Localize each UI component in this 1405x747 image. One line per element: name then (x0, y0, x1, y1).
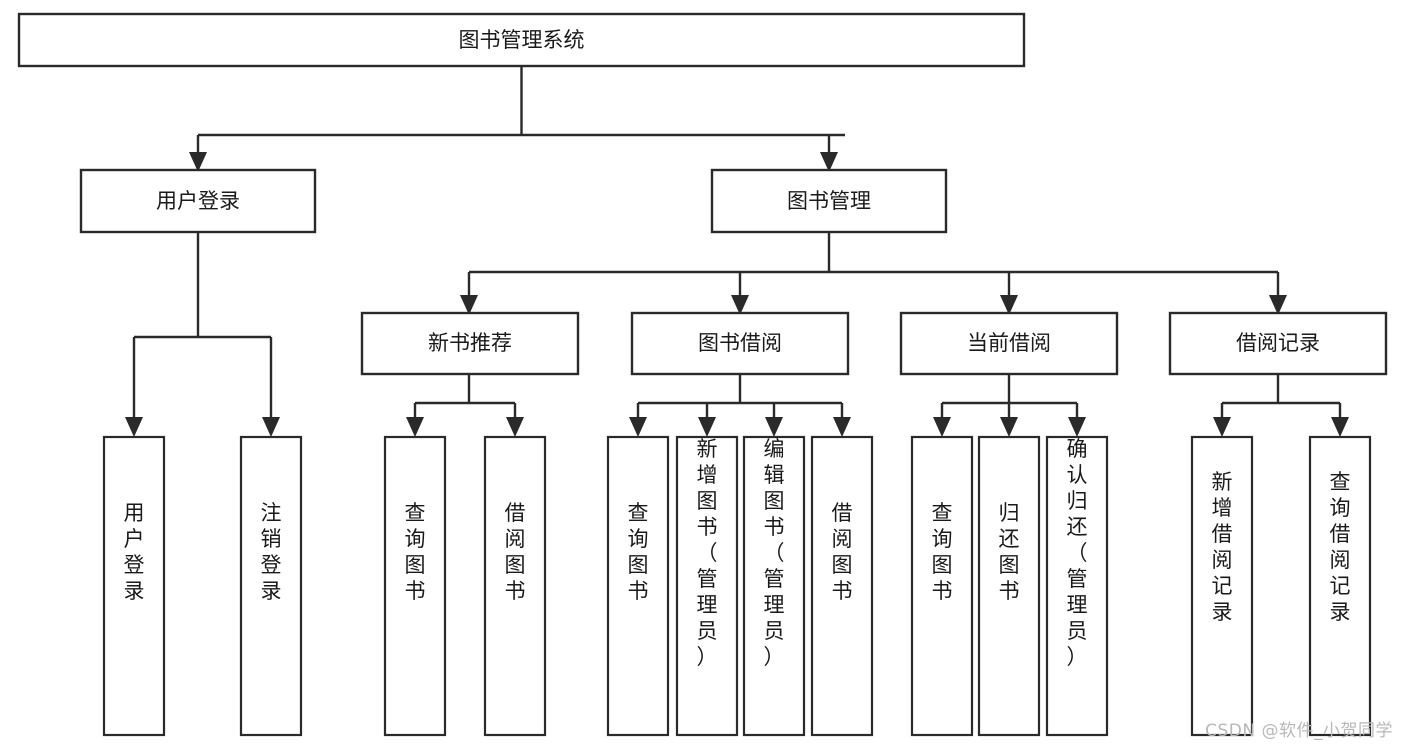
arrowhead-current-borrow-leaf-2 (1000, 417, 1018, 437)
edge-group-borrow-record (1213, 374, 1349, 437)
node-leaf-newbook-query[interactable]: 查询图书 (383, 435, 447, 737)
node-leaf-record-query[interactable]: 查询借阅记录 (1308, 435, 1372, 737)
arrowhead-book-borrow-leaf-4 (833, 417, 851, 437)
node-root-book-management-system[interactable]: 图书管理系统 (17, 12, 1026, 68)
arrowhead-user-login-leaf-2 (262, 417, 280, 437)
arrowhead-user-login-leaf-1 (125, 417, 143, 437)
arrowhead-current-borrow-leaf-1 (933, 417, 951, 437)
edge-group-book-borrow (629, 374, 851, 437)
leaf-label-record-query: 查询借阅记录 (1330, 470, 1351, 624)
leaf-box[interactable] (483, 435, 547, 737)
leaf-box[interactable] (1308, 435, 1372, 737)
leaf-box[interactable] (1045, 435, 1109, 737)
leaf-label-record-add: 新增借阅记录 (1212, 470, 1233, 624)
leaf-box[interactable] (977, 435, 1041, 737)
borrow-record-box[interactable] (1168, 311, 1388, 376)
arrowhead-new-book-leaf-1 (406, 417, 424, 437)
new-book-recommend-box[interactable] (360, 311, 580, 376)
node-leaf-current-confirm-admin[interactable]: 确认归还（管理员） (1045, 435, 1109, 737)
node-leaf-newbook-borrow[interactable]: 借阅图书 (483, 435, 547, 737)
node-leaf-current-return[interactable]: 归还图书 (977, 435, 1041, 737)
leaf-label-current-query: 查询图书 (932, 501, 953, 603)
node-leaf-borrow-edit-admin[interactable]: 编辑图书（管理员） (742, 435, 806, 737)
leaf-box[interactable] (1190, 435, 1254, 737)
node-book-borrow[interactable]: 图书借阅 (630, 311, 850, 376)
borrow-record-label: 借阅记录 (1236, 331, 1320, 355)
node-new-book-recommend[interactable]: 新书推荐 (360, 311, 580, 376)
leaf-box[interactable] (910, 435, 974, 737)
current-borrow-box[interactable] (899, 311, 1119, 376)
leaf-box[interactable] (239, 435, 303, 737)
edge-group-new-book-recommend (406, 374, 524, 437)
arrowhead-book-borrow-leaf-3 (765, 417, 783, 437)
edge-group-root (189, 66, 845, 172)
book-management-label: 图书管理 (787, 189, 871, 213)
node-current-borrow[interactable]: 当前借阅 (899, 311, 1119, 376)
root-label: 图书管理系统 (459, 28, 585, 52)
user-login-label: 用户登录 (156, 189, 240, 213)
leaf-label-borrow-add-admin: 新增图书（管理员） (697, 437, 718, 669)
arrowhead-new-book-leaf-2 (506, 417, 524, 437)
root-box[interactable] (17, 12, 1026, 68)
node-user-login[interactable]: 用户登录 (79, 168, 317, 234)
arrowhead-borrow-record-leaf-1 (1213, 417, 1231, 437)
leaf-box[interactable] (810, 435, 874, 737)
new-book-recommend-label: 新书推荐 (428, 331, 512, 355)
node-leaf-borrow-book[interactable]: 借阅图书 (810, 435, 874, 737)
leaf-box[interactable] (675, 435, 739, 737)
arrowhead-book-borrow-leaf-1 (629, 417, 647, 437)
edge-group-current-borrow (933, 374, 1086, 437)
node-book-management[interactable]: 图书管理 (710, 168, 948, 234)
node-leaf-user-login-login[interactable]: 用户登录 (102, 435, 166, 737)
arrowhead-borrow-record-leaf-2 (1331, 417, 1349, 437)
node-leaf-borrow-query[interactable]: 查询图书 (606, 435, 670, 737)
leaf-label-borrow-book: 借阅图书 (832, 501, 853, 603)
leaf-label-borrow-query: 查询图书 (628, 501, 649, 603)
node-leaf-record-add[interactable]: 新增借阅记录 (1190, 435, 1254, 737)
leaf-box[interactable] (102, 435, 166, 737)
node-borrow-record[interactable]: 借阅记录 (1168, 311, 1388, 376)
leaf-label-newbook-borrow: 借阅图书 (505, 501, 526, 603)
book-management-box[interactable] (710, 168, 948, 234)
leaf-box[interactable] (383, 435, 447, 737)
arrowhead-current-borrow-leaf-3 (1068, 417, 1086, 437)
leaf-label-newbook-query: 查询图书 (405, 501, 426, 603)
node-leaf-current-query[interactable]: 查询图书 (910, 435, 974, 737)
leaf-box[interactable] (606, 435, 670, 737)
user-login-box[interactable] (79, 168, 317, 234)
arrowhead-book-borrow-leaf-2 (698, 417, 716, 437)
leaf-label-user-logout: 注销登录 (261, 501, 282, 603)
book-borrow-label: 图书借阅 (698, 331, 782, 355)
edge-group-book-manage (460, 232, 1287, 315)
current-borrow-label: 当前借阅 (967, 331, 1051, 355)
node-leaf-borrow-add-admin[interactable]: 新增图书（管理员） (675, 435, 739, 737)
leaf-label-borrow-edit-admin: 编辑图书（管理员） (764, 437, 785, 669)
edge-group-user-login (125, 232, 280, 437)
leaf-label-user-login: 用户登录 (124, 501, 145, 603)
leaf-label-current-return: 归还图书 (999, 501, 1020, 603)
node-leaf-user-logout[interactable]: 注销登录 (239, 435, 303, 737)
book-borrow-box[interactable] (630, 311, 850, 376)
leaf-box[interactable] (742, 435, 806, 737)
leaf-label-current-confirm-admin: 确认归还（管理员） (1067, 437, 1088, 669)
